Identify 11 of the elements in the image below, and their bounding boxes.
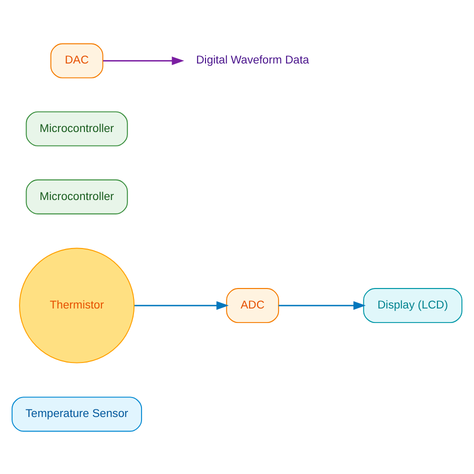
arrow — [103, 56, 184, 65]
node-box: Display (LCD) — [363, 288, 462, 323]
arrow — [278, 300, 366, 310]
node-box: Microcontroller — [26, 110, 128, 146]
node-circle: Thermistor — [19, 247, 135, 363]
arrow — [134, 300, 229, 310]
node-box: ADC — [226, 288, 280, 323]
node-box: Temperature Sensor — [12, 396, 142, 432]
node-text: Digital Waveform Data — [196, 54, 310, 66]
node-box: Microcontroller — [26, 178, 128, 214]
node-box: DAC — [50, 42, 104, 78]
